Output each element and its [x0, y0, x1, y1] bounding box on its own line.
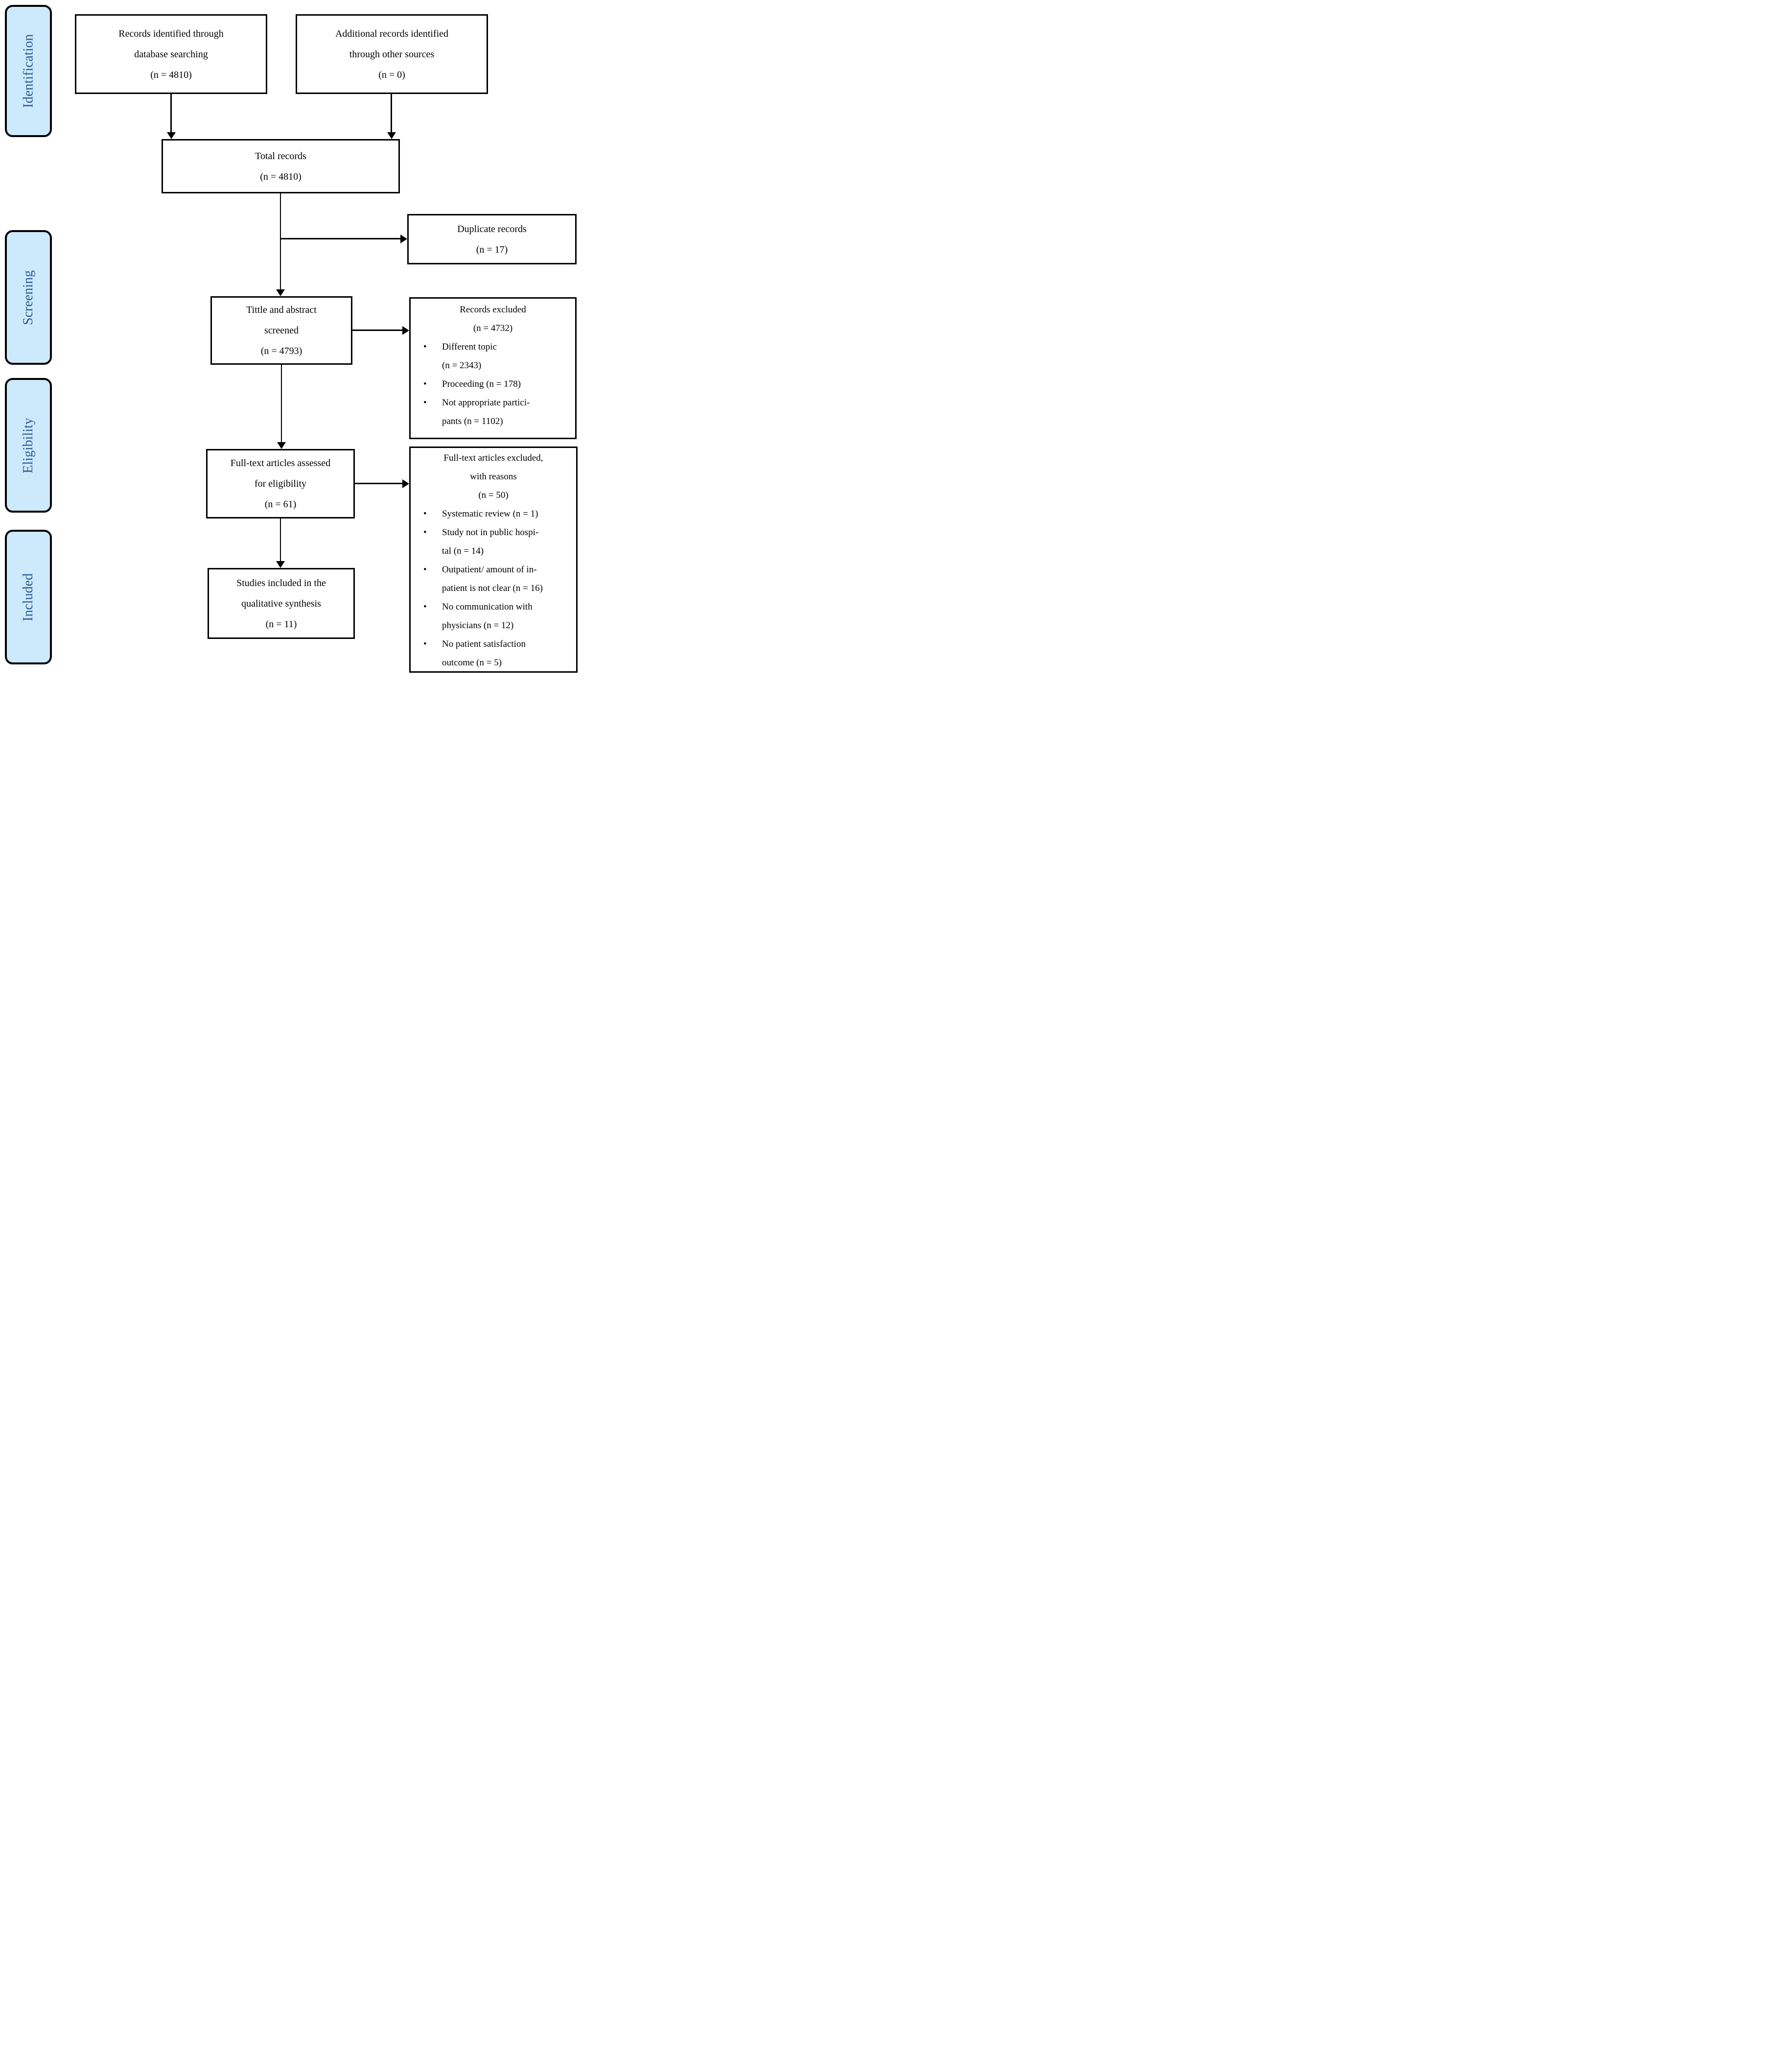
list-item: Systematic review (n = 1): [411, 505, 576, 523]
arrow-dbsearch-to-total: [170, 94, 172, 133]
arrow-screened-to-fulltext: [281, 365, 282, 443]
list-item: Not appropriate partici- pants (n = 1102…: [411, 394, 575, 431]
reason-line: (n = 2343): [442, 360, 482, 371]
records-excluded-reason-list: Different topic (n = 2343) Proceeding (n…: [411, 338, 575, 431]
arrow-total-to-duplicates: [280, 238, 400, 239]
list-item: Proceeding (n = 178): [411, 375, 575, 394]
arrow-total-to-screened: [280, 193, 281, 290]
reason-line: Systematic review (n = 1): [442, 509, 538, 519]
arrowhead-down-icon: [276, 561, 285, 568]
prisma-flow-diagram: Identification Screening Eligibility Inc…: [0, 0, 589, 691]
arrowhead-right-icon: [400, 235, 407, 243]
arrowhead-down-icon: [276, 289, 285, 296]
node-records-excluded-count: (n = 4732): [473, 323, 513, 333]
node-title-abstract-count: (n = 4793): [260, 346, 302, 356]
node-records-identified-line: Records identified through: [118, 28, 224, 39]
reason-line: Different topic: [442, 342, 497, 352]
node-fulltext-line: for eligibility: [254, 478, 307, 489]
node-total-records-line: Total records: [255, 150, 306, 162]
list-item: Outpatient/ amount of in- patient is not…: [411, 561, 576, 598]
reason-line: Proceeding (n = 178): [442, 379, 521, 389]
reason-line: Not appropriate partici-: [442, 398, 530, 408]
node-studies-included-count: (n = 11): [265, 618, 297, 630]
node-fulltext-assessed: Full-text articles assessed for eligibil…: [206, 449, 355, 518]
arrow-fulltext-to-included: [280, 518, 281, 562]
node-additional-records-line: Additional records identified: [335, 28, 449, 39]
node-records-identified-line: database searching: [134, 48, 208, 60]
stage-eligibility-label: Eligibility: [21, 417, 36, 473]
fulltext-excluded-reason-list: Systematic review (n = 1) Study not in p…: [411, 505, 576, 672]
node-fulltext-excluded-title: Full-text articles excluded,: [443, 453, 543, 463]
reason-line: tal (n = 14): [442, 546, 484, 556]
reason-line: outcome (n = 5): [442, 658, 502, 668]
reason-line: patient is not clear (n = 16): [442, 583, 543, 593]
node-total-records-count: (n = 4810): [260, 171, 302, 182]
stage-included-label: Included: [21, 573, 36, 621]
reason-line: No patient satisfaction: [442, 639, 526, 649]
node-studies-included-line: Studies included in the: [236, 577, 326, 589]
node-fulltext-excluded-count: (n = 50): [478, 490, 509, 500]
node-studies-included-line: qualitative synthesis: [241, 598, 321, 609]
arrow-othersources-to-total: [391, 94, 392, 133]
stage-screening: Screening: [5, 230, 52, 365]
node-fulltext-excluded-title: with reasons: [470, 471, 517, 482]
arrowhead-right-icon: [402, 479, 409, 488]
stage-eligibility: Eligibility: [5, 378, 52, 513]
reason-line: physicians (n = 12): [442, 620, 514, 631]
node-additional-records-count: (n = 0): [378, 69, 405, 80]
reason-line: No communication with: [442, 602, 533, 612]
arrow-fulltext-to-excluded: [355, 483, 402, 484]
stage-screening-label: Screening: [21, 270, 36, 325]
node-fulltext-line: Full-text articles assessed: [230, 458, 331, 469]
node-additional-records: Additional records identified through ot…: [296, 14, 488, 94]
node-fulltext-excluded: Full-text articles excluded, with reason…: [409, 447, 578, 673]
stage-identification-label: Identification: [21, 34, 36, 108]
reason-line: pants (n = 1102): [442, 416, 503, 426]
stage-included: Included: [5, 530, 52, 664]
node-additional-records-line: through other sources: [349, 48, 435, 60]
reason-line: Study not in public hospi-: [442, 527, 539, 538]
arrowhead-down-icon: [387, 132, 396, 139]
node-duplicate-records-count: (n = 17): [476, 244, 508, 255]
node-fulltext-count: (n = 61): [264, 499, 297, 510]
arrow-screened-to-excluded: [352, 330, 402, 331]
node-duplicate-records: Duplicate records (n = 17): [407, 214, 577, 264]
node-studies-included: Studies included in the qualitative synt…: [208, 568, 355, 639]
list-item: Different topic (n = 2343): [411, 338, 575, 375]
list-item: No patient satisfaction outcome (n = 5): [411, 635, 576, 672]
node-duplicate-records-line: Duplicate records: [457, 223, 527, 235]
node-records-excluded: Records excluded (n = 4732) Different to…: [409, 297, 577, 439]
node-records-excluded-title: Records excluded: [460, 305, 526, 315]
arrowhead-down-icon: [277, 442, 286, 449]
arrowhead-right-icon: [402, 326, 409, 335]
arrowhead-down-icon: [167, 132, 176, 139]
node-total-records: Total records (n = 4810): [162, 139, 400, 193]
node-records-identified-count: (n = 4810): [150, 69, 192, 80]
stage-identification: Identification: [5, 5, 52, 137]
node-title-abstract-line: Tittle and abstract: [246, 305, 317, 315]
list-item: Study not in public hospi- tal (n = 14): [411, 523, 576, 561]
node-title-abstract-screened: Tittle and abstract screened (n = 4793): [210, 296, 352, 365]
list-item: No communication with physicians (n = 12…: [411, 598, 576, 635]
node-records-identified: Records identified through database sear…: [75, 14, 267, 94]
reason-line: Outpatient/ amount of in-: [442, 565, 537, 575]
node-title-abstract-line: screened: [264, 325, 299, 336]
